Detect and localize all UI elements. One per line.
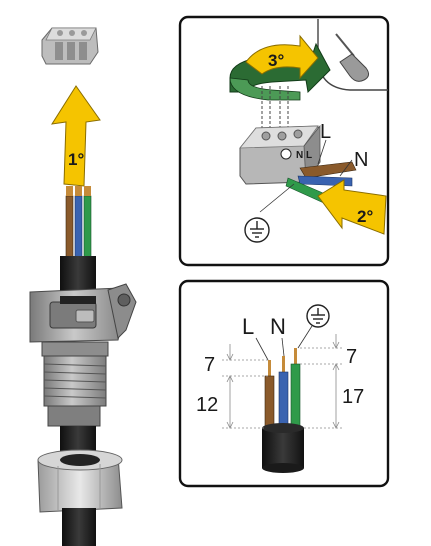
dimension-lines-left	[222, 344, 268, 429]
terminal-block-panel	[239, 124, 321, 185]
gland-nut	[37, 449, 123, 513]
ground-symbol-icon	[244, 183, 295, 243]
block-l-marking: L	[306, 150, 312, 161]
cable-lower	[62, 508, 96, 546]
wires-left	[65, 186, 92, 261]
block-n-marking: N	[296, 150, 303, 161]
stripped-wires	[264, 348, 301, 433]
neutral-label-top: N	[354, 149, 368, 171]
strip-length-right: 7	[346, 346, 357, 368]
strip-label-leaders	[255, 325, 313, 361]
insert-arrow-icon	[50, 85, 101, 187]
step-1-label: 1°	[68, 150, 84, 169]
cable-jacket	[262, 423, 304, 473]
live-leader	[317, 139, 327, 165]
live-label-top: L	[320, 121, 331, 143]
step-2-arrow	[317, 179, 387, 235]
step-3-label: 3°	[268, 51, 284, 70]
gland-thread	[41, 341, 109, 427]
dimension-lines-right	[300, 334, 344, 429]
strip-ground-icon	[306, 304, 330, 328]
jacket-length-right: 17	[342, 386, 364, 408]
strip-live-label: L	[242, 314, 254, 339]
screw-guide-lines	[261, 86, 289, 128]
terminal-block-small	[41, 27, 99, 65]
neutral-leader	[339, 159, 353, 177]
step-2-label: 2°	[357, 207, 373, 226]
jacket-length-left: 12	[196, 394, 218, 416]
strip-neutral-label: N	[270, 314, 286, 339]
strip-length-left: 7	[204, 354, 215, 376]
cable-gland-housing	[29, 283, 137, 343]
step-3-arrow	[245, 34, 319, 80]
